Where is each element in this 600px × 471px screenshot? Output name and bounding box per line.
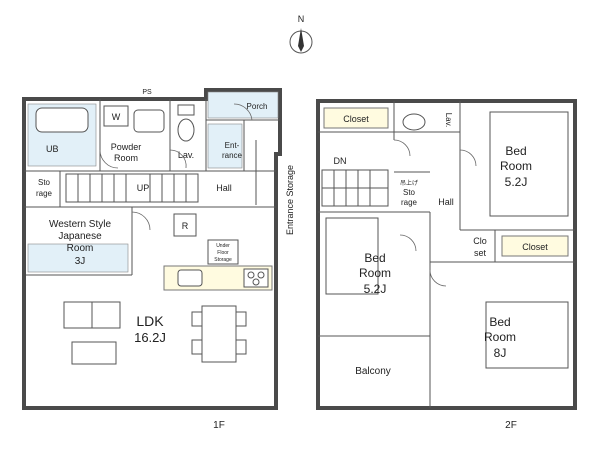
- underfloor-label-2: Floor: [217, 250, 229, 256]
- dining-table: [191, 305, 247, 363]
- door-swing: [399, 234, 417, 252]
- lavatory-label: Lav.: [178, 150, 194, 160]
- hall-1f-label: Hall: [216, 183, 232, 193]
- compass: N: [289, 14, 313, 54]
- floor-2f: Closet Lav. DN 吊上げ Sto rage Hall Bed Roo…: [316, 99, 577, 431]
- floor-1f-interior-walls: [24, 99, 280, 276]
- stairs-up-label: UP: [137, 183, 150, 193]
- bedroom-2-label-2: Room: [359, 266, 391, 280]
- bed-3: [485, 301, 569, 369]
- bed-1: [489, 111, 569, 217]
- bedroom-2-label-1: Bed: [364, 251, 385, 265]
- closet-c-label: Closet: [522, 242, 548, 252]
- western-room-label-1: Western Style: [49, 219, 111, 230]
- stairs-1f: [65, 173, 199, 203]
- balcony-label: Balcony: [355, 366, 391, 377]
- closet-b-label-2: set: [474, 248, 487, 258]
- bedroom-1-label-2: Room: [500, 159, 532, 173]
- stairs-down-label: DN: [334, 156, 347, 166]
- toilet-tank: [177, 104, 195, 116]
- closet-a-label: Closet: [343, 114, 369, 124]
- bathtub: [35, 107, 89, 133]
- door-swing: [99, 149, 119, 169]
- toilet-2f: [402, 113, 426, 131]
- western-room-label-3: Room: [67, 243, 94, 254]
- tatami-floor: [27, 243, 129, 273]
- closet-c: [501, 235, 569, 257]
- door-swing: [169, 149, 187, 169]
- underfloor-label-3: Storage: [214, 257, 232, 263]
- refrigerator: [173, 213, 197, 237]
- entrance-floor: [207, 123, 243, 169]
- north-arrow-icon: [298, 28, 304, 52]
- storage-1f-label-1: Sto: [38, 178, 51, 187]
- closet-b-label-1: Clo: [473, 236, 487, 246]
- storage-2f-label-2: Sto: [403, 188, 416, 197]
- stairs-2f: [321, 169, 389, 207]
- washer-label: W: [112, 112, 121, 122]
- pipe-space-label: PS: [142, 89, 152, 96]
- door-swing: [233, 103, 253, 121]
- closet-a: [323, 107, 389, 129]
- bedroom-1-label-1: Bed: [505, 144, 526, 158]
- storage-1f-label-2: rage: [36, 189, 53, 198]
- bathroom-label: UB: [46, 144, 59, 154]
- lavatory-2f-label: Lav.: [444, 113, 453, 128]
- bedroom-1-label-3: 5.2J: [505, 175, 528, 189]
- door-swing: [459, 149, 477, 167]
- kitchen-sink: [177, 269, 203, 287]
- washer: [103, 105, 129, 127]
- entrance-storage-label: Entrance Storage: [285, 165, 295, 235]
- door-swing: [393, 139, 411, 157]
- compass-label: N: [298, 14, 305, 24]
- ldk-size-label: 16.2J: [134, 330, 166, 345]
- powder-room-label-2: Room: [114, 153, 138, 163]
- hall-2f-label: Hall: [438, 197, 454, 207]
- floor-1f: UB W PS Powder Room Lav. Porch Ent- ranc…: [22, 88, 295, 431]
- underfloor-label-1: Under: [216, 243, 230, 249]
- entrance-label-2: rance: [222, 151, 243, 160]
- bedroom-2-label-3: 5.2J: [364, 282, 387, 296]
- storage-2f-label-1: 吊上げ: [400, 179, 418, 187]
- door-swing: [131, 211, 151, 231]
- wash-basin: [133, 109, 165, 133]
- floor-2f-interior-walls: [318, 101, 575, 408]
- western-room-label-4: 3J: [75, 256, 86, 267]
- bedroom-3-label-3: 8J: [494, 346, 507, 360]
- western-room-label-2: Japanese: [58, 231, 102, 242]
- floor-1f-outer-wall: [22, 88, 282, 410]
- ldk-label: LDK: [136, 313, 164, 329]
- sofa: [63, 301, 121, 329]
- floor-2f-outer-wall: [316, 99, 577, 410]
- toilet-bowl: [177, 118, 195, 142]
- bedroom-3-label-1: Bed: [489, 315, 510, 329]
- entrance-label-1: Ent-: [225, 141, 240, 150]
- storage-2f-label-3: rage: [401, 198, 418, 207]
- floor-1f-label: 1F: [213, 420, 225, 431]
- bed-2: [325, 217, 379, 295]
- door-swing: [429, 269, 447, 287]
- refrigerator-label: R: [182, 221, 189, 231]
- floor-2f-label: 2F: [505, 420, 517, 431]
- underfloor-storage: [207, 239, 239, 265]
- porch-label: Porch: [247, 102, 268, 111]
- porch-floor: [207, 91, 279, 119]
- powder-room-label-1: Powder: [111, 142, 142, 152]
- stove-icon: [243, 268, 269, 288]
- bedroom-3-label-2: Room: [484, 330, 516, 344]
- coffee-table: [71, 341, 117, 365]
